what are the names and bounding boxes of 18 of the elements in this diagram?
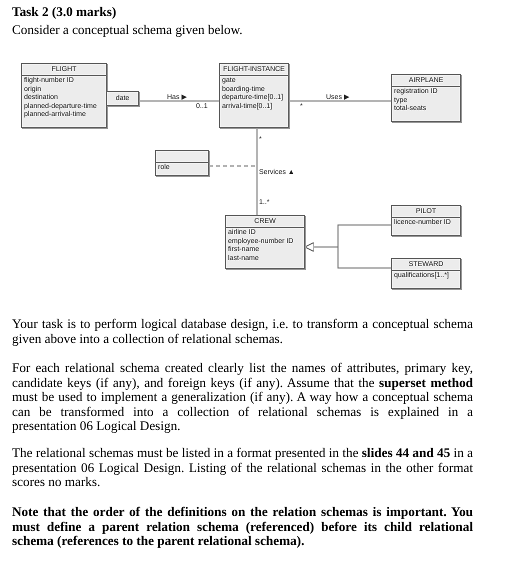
intro-text: Consider a conceptual schema given below. [12,23,243,38]
class-box [391,205,461,236]
association-class-box [155,150,209,176]
paragraph: For each relational schema created clearly list the names of attributes, primary key, candidate keys (if any), and foreign keys (if any). Assume that the superset method must be used to implement a generalization (if any). A way how a conceptual schema can be transformed into a collection of relational schemas is explained in a presentation 06 Logical Design. [12,361,473,434]
paragraph: The relational schemas must be listed in a format presented in the slides 44 and 45 in a presentation 06 Logical Design. Listing of the relational schemas in the other format scores no marks. [12,446,473,490]
class-box [391,74,461,122]
class-box [391,258,461,289]
task-heading: Task 2 (3.0 marks) [12,5,116,20]
class-box [219,63,289,128]
association-line [138,100,220,102]
class-box [21,63,107,128]
class-box [225,215,305,269]
paragraph: Your task is to perform logical database design, i.e. to transform a conceptual schema given above into a collection of relational schemas. [12,317,473,346]
paragraph: Note that the order of the definitions on the relation schemas is important. You must define a parent relation schema (referenced) before its child relational schema (references to the parent relational schema). [12,505,473,549]
generalization-arrow [304,242,392,268]
association-line [256,128,258,216]
qualifier-box [106,91,139,106]
association-line [288,100,392,102]
